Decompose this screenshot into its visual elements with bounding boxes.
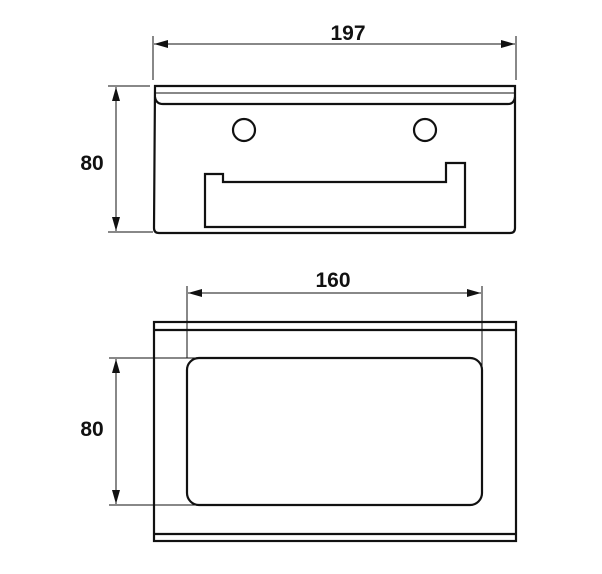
top-view: 197 80: [80, 22, 517, 235]
shelf-lip: [153, 96, 517, 106]
shelf-recess: [185, 356, 484, 507]
bottom-height-dimension: 80: [80, 357, 196, 506]
holder-body-front: [152, 84, 517, 235]
bottom-view: 160 80: [80, 269, 518, 543]
dimension-label-80: 80: [80, 418, 103, 441]
top-height-dimension: 80: [80, 85, 153, 233]
dimension-label-80: 80: [80, 152, 103, 175]
top-width-dimension: 197: [152, 22, 517, 80]
dimension-label-197: 197: [330, 22, 365, 45]
mounting-hole-right: [412, 117, 438, 143]
mounting-hole-left: [231, 117, 257, 143]
bottom-width-dimension: 160: [186, 269, 483, 370]
paper-arm-slot: [203, 161, 467, 229]
dimension-label-160: 160: [315, 269, 350, 292]
holder-body-underside: [152, 320, 518, 543]
